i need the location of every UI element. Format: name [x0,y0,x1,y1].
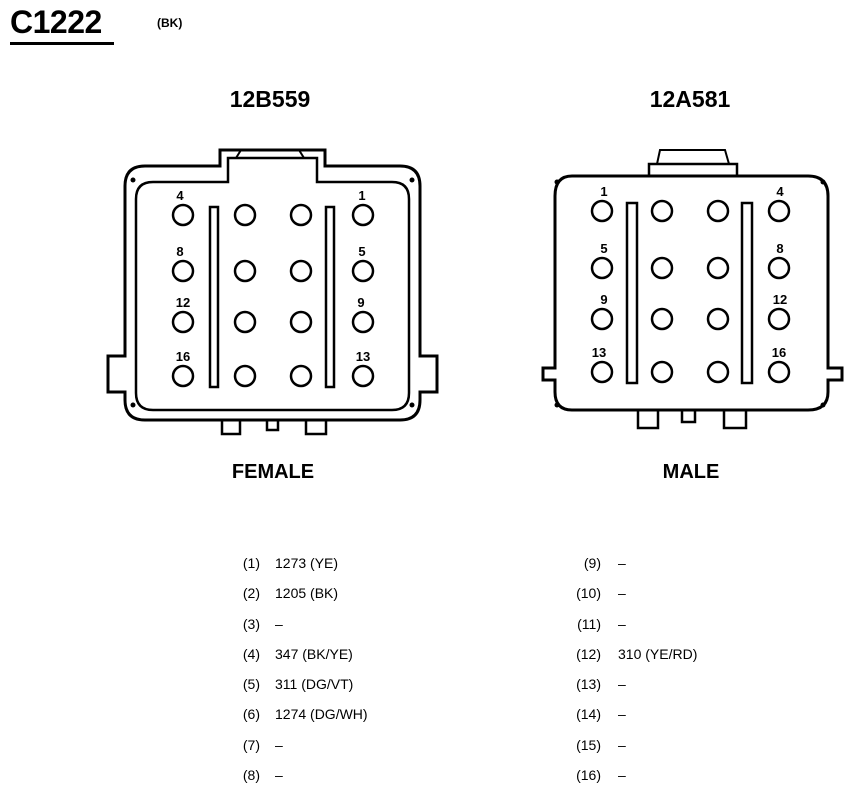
female-pin-label: 5 [358,244,365,259]
pinout-row: (7)– [230,730,450,760]
male-part-number: 12A581 [649,86,731,112]
cavity-number: (5) [242,676,260,693]
pinout-row: (4) 347 (BK/YE) [230,639,450,669]
pinout-row: (6) 1274 (DG/WH) [230,699,450,729]
pinout-row: (12) 310 (YE/RD) [560,639,760,669]
circuit-value: – [618,615,626,632]
male-pin-cavities [590,199,791,384]
male-label: MALE [662,461,720,483]
circuit-value: – [275,736,283,753]
female-label: FEMALE [231,461,315,483]
cavity-number: (12) [576,645,601,662]
connector-diagrams: 4 1 8 5 12 9 16 13 1 4 5 8 9 12 13 16 [106,148,844,436]
cavity-number: (7) [242,736,260,753]
cavity-number: (6) [242,706,260,723]
female-pin-label: 16 [176,349,190,364]
male-pin-label: 9 [600,292,607,307]
circuit-value: 1205 (BK) [275,585,339,602]
circuit-value: 1273 (YE) [275,555,339,571]
male-pin-label: 4 [776,184,784,199]
cavity-number: (16) [576,767,601,784]
cavity-number: (2) [242,585,260,602]
circuit-value: – [618,676,626,693]
circuit-value: – [618,767,626,784]
cavity-number: (14) [576,706,601,723]
female-pin-label: 9 [357,295,364,310]
pinout-row: (8)– [230,760,450,790]
pinout-row: (10)– [560,578,760,608]
cavity-number: (15) [576,736,601,753]
circuit-value: – [618,585,626,602]
female-pin-label: 4 [176,188,184,203]
pinout-row: (13)– [560,669,760,699]
pinout-row: (5) 311 (DG/VT) [230,669,450,699]
pinout-row: (9) – [560,548,760,578]
cavity-number: (9) [583,555,601,571]
cavity-number: (13) [576,676,601,693]
female-pin-label: 12 [176,295,190,310]
circuit-value: – [275,615,283,632]
male-pin-label: 8 [776,241,783,256]
male-pin-label: 5 [600,241,607,256]
cavity-number: (3) [242,615,260,632]
connector-id: C1222 [10,4,102,40]
circuit-value: – [618,555,626,571]
male-pin-label: 12 [773,292,787,307]
connector-color-code: (BK) [157,16,183,30]
cavity-number: (10) [576,585,601,602]
female-pin-label: 1 [358,188,365,203]
female-pin-label: 8 [176,244,183,259]
pinout-table-left: (1)1273 (YE) (2)1205 (BK) (3)– (4)347 (B… [230,548,450,790]
circuit-value: 1274 (DG/WH) [275,706,368,723]
pinout-row: (15)– [560,730,760,760]
pinout-row: (11)– [560,609,760,639]
cavity-number: (8) [242,767,260,784]
pinout-row: (1) 1273 (YE) [230,548,450,578]
cavity-number: (4) [242,645,260,662]
male-pin-label: 13 [592,345,606,360]
circuit-value: – [275,767,283,784]
male-connector-outline [541,149,844,430]
circuit-value: 311 (DG/VT) [275,676,354,693]
pinout-row: (16)– [560,760,760,790]
male-pin-label: 1 [600,184,607,199]
cavity-number: (11) [577,615,601,632]
connector-id-underline [10,42,114,45]
female-pin-cavities [171,203,375,388]
pinout-row: (3)– [230,609,450,639]
cavity-number: (1) [242,555,260,571]
circuit-value: 310 (YE/RD) [618,645,698,662]
female-pin-label: 13 [356,349,370,364]
pinout-row: (14)– [560,699,760,729]
female-part-number: 12B559 [229,86,311,112]
pinout-row: (2) 1205 (BK) [230,578,450,608]
circuit-value: 347 (BK/YE) [275,645,353,662]
circuit-value: – [618,706,626,723]
female-connector-outline [106,148,439,436]
male-pin-label: 16 [772,345,786,360]
circuit-value: – [618,736,626,753]
pinout-table-right: (9)– (10)– (11)– (12)310 (YE/RD) (13)– (… [560,548,760,790]
